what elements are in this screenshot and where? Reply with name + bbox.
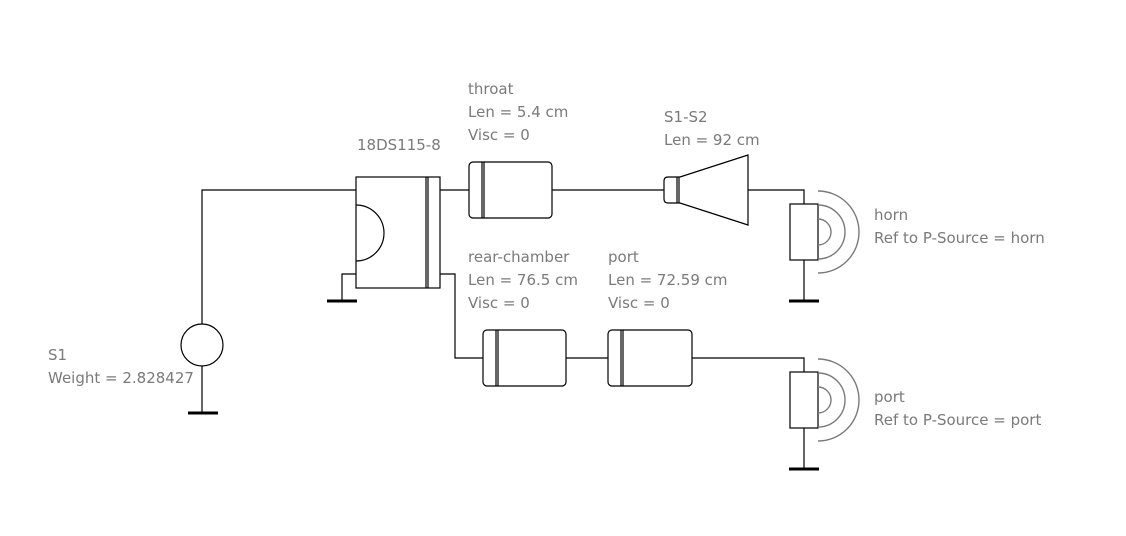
rear-chamber-duct-symbol[interactable] (482, 329, 567, 387)
port-radiator-body (789, 371, 819, 429)
port-duct-viscosity: Visc = 0 (608, 294, 670, 312)
driver-cone-arc (355, 204, 385, 262)
wires (201, 189, 805, 468)
port-radiator-symbol[interactable] (789, 358, 860, 442)
port-duct-label: port Len = 72.59 cm Visc = 0 (608, 246, 728, 315)
throat-name: throat (468, 80, 514, 98)
wire-driver-to-rear-chamber (440, 273, 483, 359)
wire-port-to-radiator (692, 357, 805, 372)
horn-element-body (663, 154, 749, 226)
port-radiator-label: port Ref to P-Source = port (874, 386, 1041, 432)
horn-element-label: S1-S2 Len = 92 cm (664, 106, 760, 152)
horn-radiator-label: horn Ref to P-Source = horn (874, 204, 1045, 250)
driver-symbol[interactable] (355, 176, 441, 289)
wire-driver-to-ground (341, 273, 356, 300)
horn-element-name: S1-S2 (664, 108, 708, 126)
rear-chamber-name: rear-chamber (468, 248, 570, 266)
throat-viscosity: Visc = 0 (468, 126, 530, 144)
port-radiator-ref: Ref to P-Source = port (874, 411, 1042, 429)
throat-duct-symbol[interactable] (468, 161, 553, 219)
source-weight: Weight = 2.828427 (48, 369, 194, 387)
ground-symbols (188, 299, 819, 471)
port-radiator-wave-1 (817, 386, 832, 414)
source-name: S1 (48, 346, 68, 364)
throat-length: Len = 5.4 cm (468, 103, 569, 121)
rear-chamber-viscosity: Visc = 0 (468, 294, 530, 312)
port-duct-length: Len = 72.59 cm (608, 271, 728, 289)
rear-chamber-label: rear-chamber Len = 76.5 cm Visc = 0 (468, 246, 578, 315)
wire-horn-to-radiator (748, 189, 805, 204)
driver-label: 18DS115-8 (357, 134, 441, 157)
rear-chamber-length: Len = 76.5 cm (468, 271, 578, 289)
source-label: S1 Weight = 2.828427 (48, 344, 194, 390)
horn-radiator-wave-2 (817, 204, 846, 260)
horn-radiator-symbol[interactable] (789, 190, 860, 274)
horn-element-length: Len = 92 cm (664, 131, 760, 149)
horn-element-symbol[interactable] (663, 154, 749, 226)
port-radiator-name: port (874, 388, 905, 406)
port-duct-symbol[interactable] (607, 329, 693, 387)
horn-radiator-wave-3 (817, 190, 860, 274)
wire-source-to-driver (201, 189, 356, 324)
horn-radiator-name: horn (874, 206, 909, 224)
horn-radiator-wave-1 (817, 218, 832, 246)
port-radiator-wave-2 (817, 372, 846, 428)
horn-radiator-ref: Ref to P-Source = horn (874, 229, 1045, 247)
throat-duct-body (468, 161, 553, 219)
rear-chamber-duct-body (482, 329, 567, 387)
port-duct-name: port (608, 248, 639, 266)
port-duct-body (607, 329, 693, 387)
voltage-source-symbol[interactable] (180, 323, 224, 367)
horn-radiator-body (789, 203, 819, 261)
driver-name: 18DS115-8 (357, 136, 441, 154)
port-radiator-wave-3 (817, 358, 860, 442)
throat-label: throat Len = 5.4 cm Visc = 0 (468, 78, 568, 147)
